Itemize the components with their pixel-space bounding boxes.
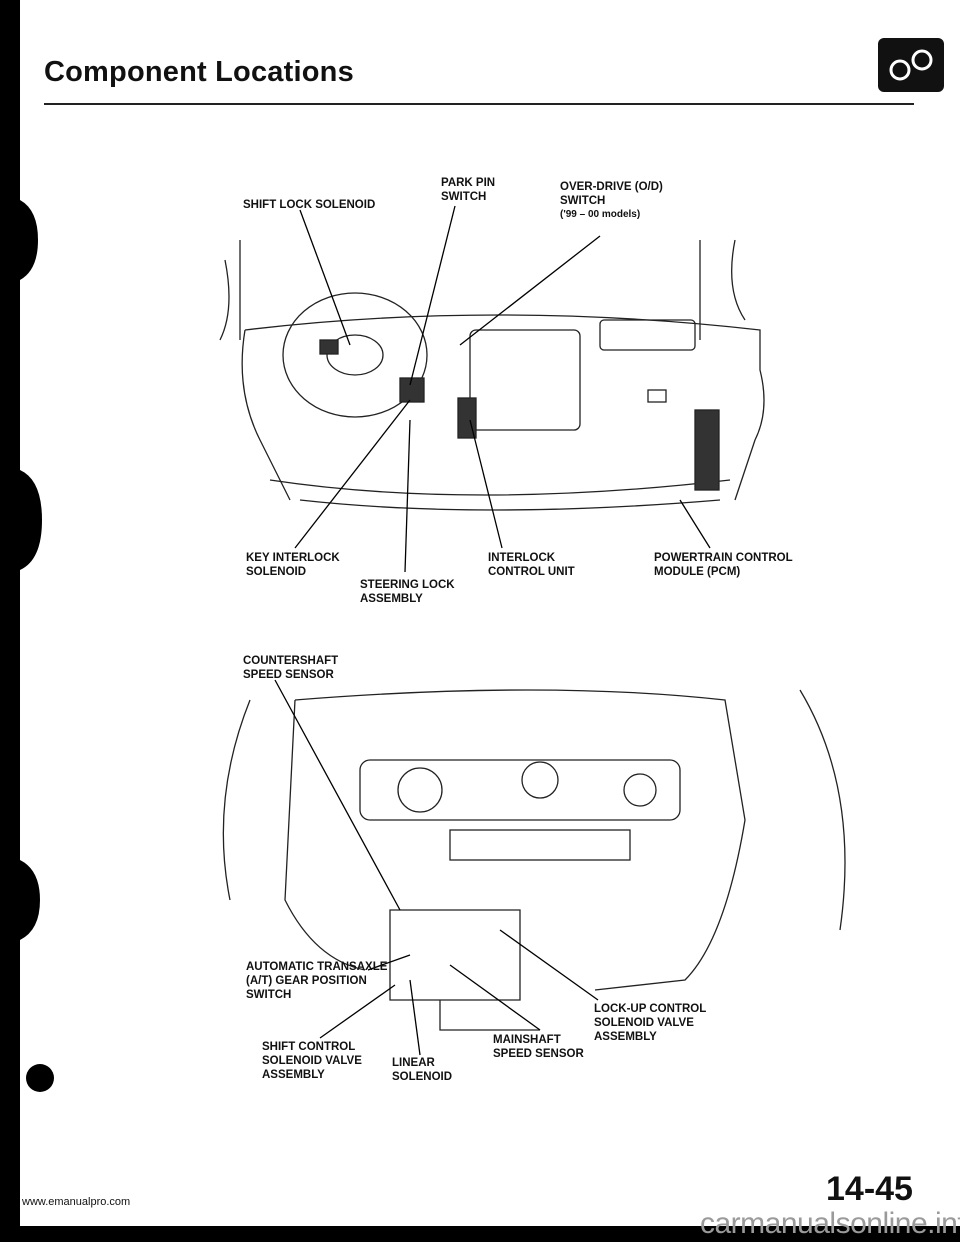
transmission-gears-icon [878, 38, 944, 92]
engine-drawing [222, 689, 846, 1031]
dashboard-leader-lines [294, 205, 711, 573]
label-overdrive-switch: OVER-DRIVE (O/D)SWITCH('99 – 00 models) [560, 181, 663, 220]
dashboard-drawing [219, 239, 765, 511]
engine-leader-lines [274, 679, 599, 1056]
label-shift-lock-solenoid: SHIFT LOCK SOLENOID [243, 199, 376, 211]
watermark: carmanualsonline.info [700, 1207, 960, 1240]
page-number: 14-45 [826, 1170, 913, 1208]
page-title: Component Locations [44, 56, 354, 88]
header-rule [44, 103, 914, 105]
footer-url[interactable]: www.emanualpro.com [22, 1196, 131, 1208]
